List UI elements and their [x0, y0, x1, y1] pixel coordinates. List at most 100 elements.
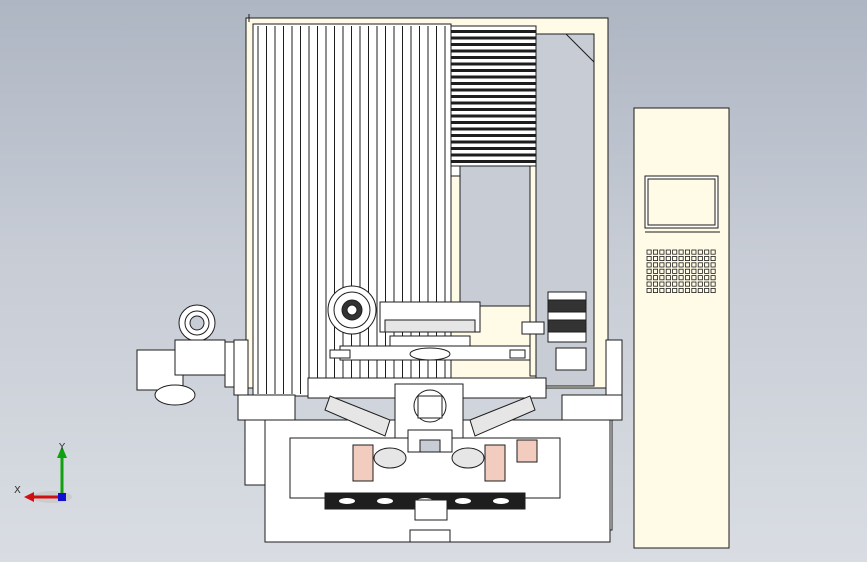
bellows-fold	[451, 43, 536, 46]
key	[659, 268, 665, 274]
key	[672, 249, 678, 255]
key	[685, 275, 691, 281]
key	[665, 281, 671, 287]
key	[646, 281, 652, 287]
key	[653, 255, 659, 261]
key	[691, 281, 697, 287]
base-slot	[377, 498, 393, 504]
key	[678, 281, 684, 287]
base-slot	[493, 498, 509, 504]
key	[685, 262, 691, 268]
key	[653, 262, 659, 268]
key	[697, 287, 703, 293]
key	[704, 255, 710, 261]
key	[685, 268, 691, 274]
key	[672, 281, 678, 287]
key	[672, 262, 678, 268]
bellows-fold	[451, 121, 536, 124]
key	[685, 249, 691, 255]
key	[697, 262, 703, 268]
base-slot	[455, 498, 471, 504]
bellows-fold	[451, 114, 536, 118]
key	[704, 262, 710, 268]
bellows-fold	[451, 127, 536, 131]
key	[685, 281, 691, 287]
key	[659, 249, 665, 255]
key	[665, 275, 671, 281]
key	[710, 281, 716, 287]
key	[697, 275, 703, 281]
bellows-fold	[451, 56, 536, 59]
key	[697, 281, 703, 287]
key	[710, 249, 716, 255]
key	[704, 275, 710, 281]
key	[672, 287, 678, 293]
left-motor	[136, 304, 248, 406]
key	[659, 262, 665, 268]
bellows-fold	[451, 30, 536, 33]
key	[646, 287, 652, 293]
key	[653, 275, 659, 281]
key	[704, 287, 710, 293]
key	[672, 275, 678, 281]
key	[646, 268, 652, 274]
bellows-fold	[451, 36, 536, 40]
key	[653, 268, 659, 274]
key	[678, 262, 684, 268]
key	[691, 249, 697, 255]
x-axis-label: X	[14, 485, 21, 496]
key	[653, 281, 659, 287]
key	[697, 268, 703, 274]
key	[710, 287, 716, 293]
key	[710, 268, 716, 274]
key	[653, 249, 659, 255]
bellows-fold	[451, 134, 536, 137]
key	[691, 287, 697, 293]
y-axis-label: Y	[59, 442, 66, 453]
bellows-fold	[451, 82, 536, 85]
bellows-fold	[451, 140, 536, 144]
key	[678, 268, 684, 274]
key	[665, 268, 671, 274]
key	[665, 249, 671, 255]
key	[697, 255, 703, 261]
key	[710, 262, 716, 268]
bellows-fold	[451, 101, 536, 105]
key	[691, 255, 697, 261]
key	[685, 255, 691, 261]
key	[691, 268, 697, 274]
bellows-fold	[451, 88, 536, 92]
horizontal-bellows	[450, 25, 537, 377]
bellows-fold	[451, 49, 536, 53]
key	[678, 255, 684, 261]
key	[704, 268, 710, 274]
bellows-fold	[451, 95, 536, 98]
bellows-fold	[451, 69, 536, 72]
key	[659, 275, 665, 281]
key	[665, 255, 671, 261]
key	[710, 275, 716, 281]
key	[665, 287, 671, 293]
key	[646, 255, 652, 261]
base-slot	[339, 498, 355, 504]
key	[659, 255, 665, 261]
spindle-carriage	[329, 301, 531, 361]
control-cabinet	[633, 107, 730, 549]
key	[653, 287, 659, 293]
bellows-fold	[451, 153, 536, 157]
key	[659, 281, 665, 287]
key	[672, 268, 678, 274]
key	[646, 262, 652, 268]
key	[704, 249, 710, 255]
bellows-fold	[451, 160, 536, 163]
bellows-fold	[451, 75, 536, 79]
key	[678, 249, 684, 255]
key	[685, 287, 691, 293]
key	[678, 275, 684, 281]
bellows-fold	[451, 62, 536, 66]
key	[710, 255, 716, 261]
key	[646, 275, 652, 281]
key	[691, 262, 697, 268]
